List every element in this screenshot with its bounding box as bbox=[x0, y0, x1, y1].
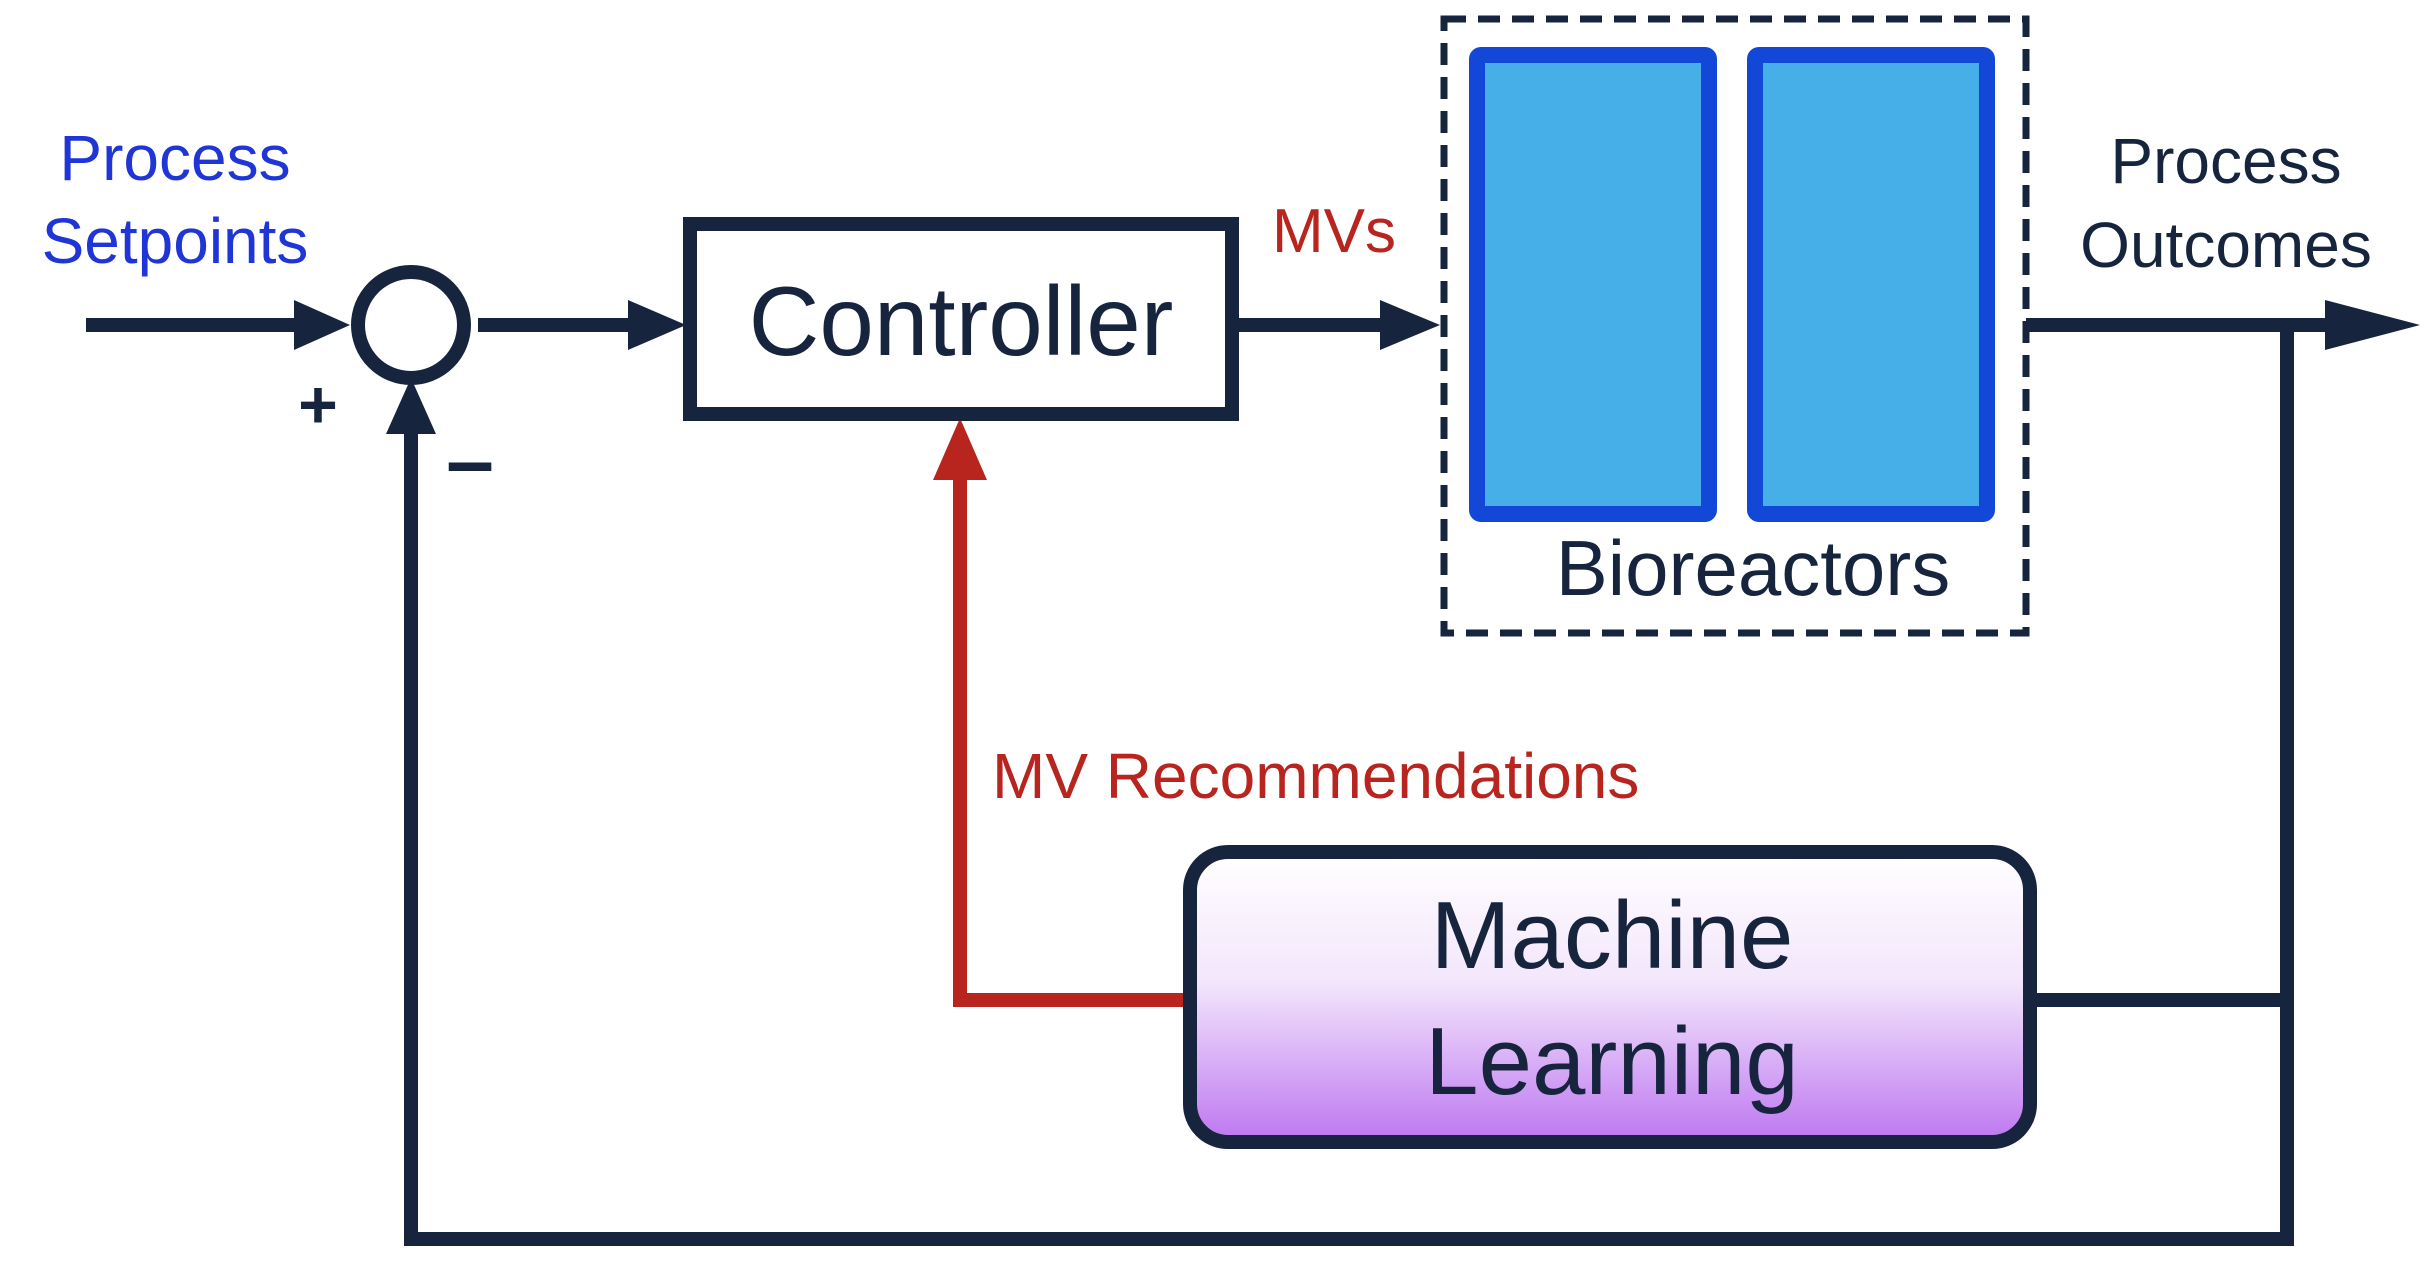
bioreactors-block: Bioreactors bbox=[1440, 15, 2030, 637]
machine-learning-label-line1: Machine bbox=[1431, 882, 1794, 989]
outcomes-label-line2: Outcomes bbox=[2080, 209, 2372, 281]
controller-label: Controller bbox=[749, 266, 1174, 376]
controller-box bbox=[683, 217, 1239, 421]
setpoints-label-line1: Process bbox=[59, 122, 290, 194]
machine-learning-block: Machine Learning bbox=[1183, 845, 2037, 1149]
arrowhead-icon bbox=[933, 418, 987, 480]
controller-block: Controller bbox=[683, 217, 1239, 421]
summing-junction-circle bbox=[351, 265, 471, 385]
mv-recommendation-path bbox=[953, 480, 1190, 1007]
arrowhead-icon bbox=[2325, 300, 2420, 350]
bioreactor-icon bbox=[1747, 47, 1995, 522]
minus-sign: – bbox=[446, 413, 494, 509]
bioreactor-icon bbox=[1469, 47, 1717, 522]
bioreactors-dashed-frame bbox=[1440, 15, 2030, 637]
arrowhead-icon bbox=[628, 300, 686, 350]
arrowhead-icon bbox=[294, 300, 350, 350]
arrowheads-main bbox=[294, 300, 2420, 434]
plus-sign: + bbox=[298, 367, 338, 443]
mv-recommendations-label: MV Recommendations bbox=[992, 740, 1639, 812]
arrowhead-icon bbox=[386, 378, 436, 434]
machine-learning-box bbox=[1183, 845, 2037, 1149]
bioreactors-label: Bioreactors bbox=[1556, 524, 1951, 612]
outcomes-label-line1: Process bbox=[2110, 125, 2341, 197]
arrowhead-icon bbox=[1380, 300, 1440, 350]
mvs-label: MVs bbox=[1272, 197, 1396, 266]
machine-learning-label-line2: Learning bbox=[1425, 1008, 1799, 1115]
signal-lines bbox=[86, 318, 2325, 1246]
summing-junction-icon bbox=[351, 265, 471, 385]
setpoints-label-line2: Setpoints bbox=[42, 205, 309, 277]
